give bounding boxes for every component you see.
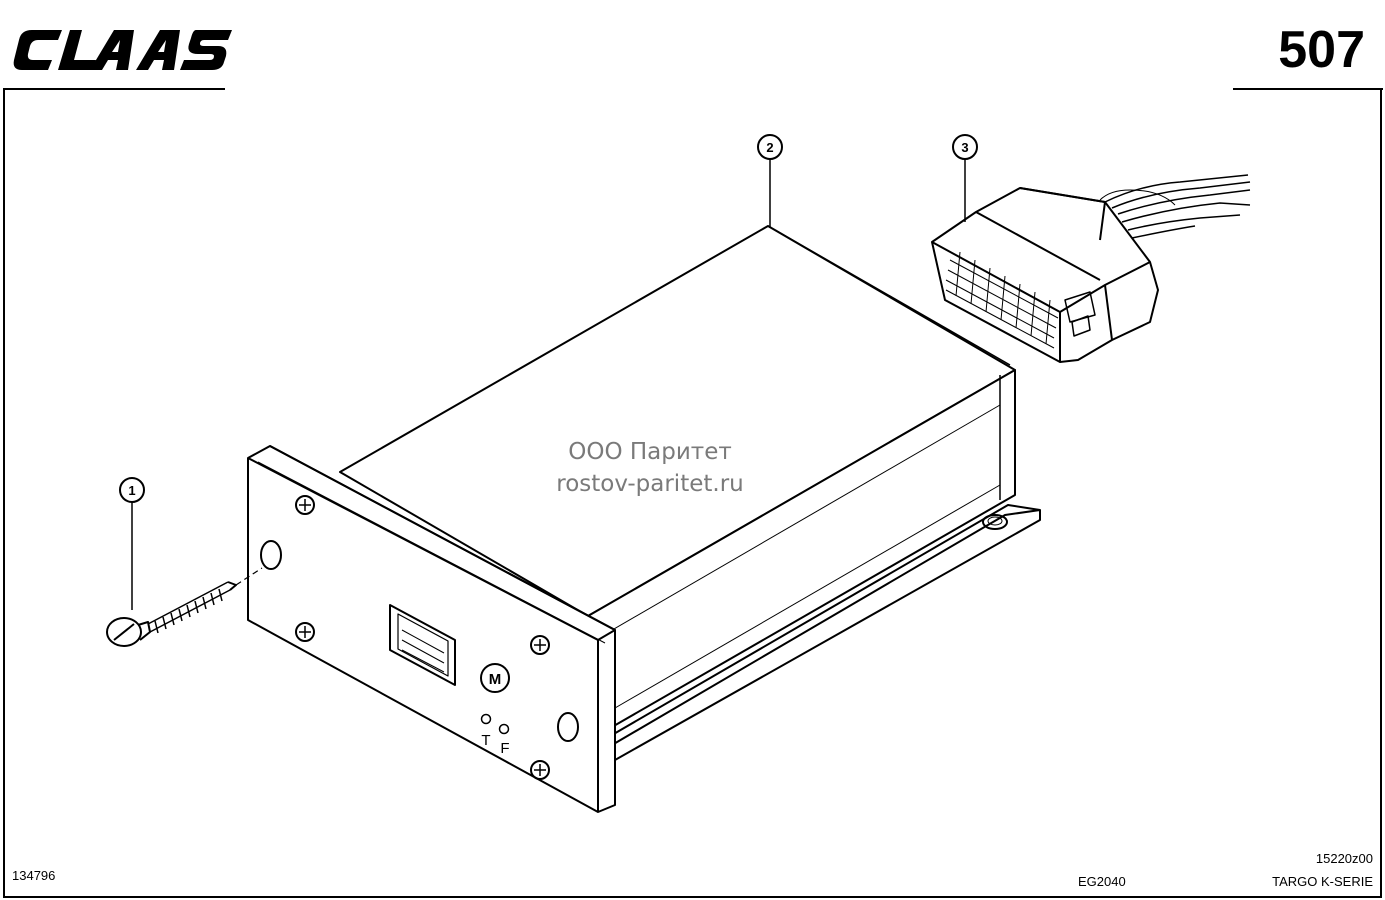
watermark: ООО Паритет rostov-paritet.ru [540,436,760,500]
watermark-company: ООО Паритет [568,439,732,465]
self-tapping-screw [106,567,263,647]
watermark-website: rostov-paritet.ru [556,471,744,497]
panel-screw-bottom-left [295,622,315,642]
panel-mounting-hole [260,540,282,570]
assembly-code: EG2040 [1078,874,1126,889]
model-series: TARGO K-SERIE [1272,874,1373,889]
logo-underline [3,88,225,90]
page-number: 507 [1278,21,1365,79]
panel-screw-top-right [530,635,550,655]
m-button [480,663,510,693]
panel-screw-top-left [295,495,315,515]
callout-circle-1 [119,477,145,503]
page-number-underline [1233,88,1383,90]
figure-code: 15220z00 [1315,851,1373,866]
led-t-label: T [481,732,490,749]
callout-circle-3 [952,134,978,160]
callout-label-2: 2 [766,140,773,155]
callout-label-1: 1 [128,483,135,498]
panel-screw-bottom-right [530,760,550,780]
front-panel [247,445,616,813]
drawing-number: 134796 [12,868,56,883]
connector-wires [1099,174,1251,239]
callout-leaders [131,159,966,610]
display-window [389,604,456,686]
control-unit [339,225,1041,761]
wiring-connector [931,174,1251,363]
claas-logo [13,30,232,70]
callout-label-3: 3 [961,140,968,155]
connector-pins [945,251,1059,349]
led-f-indicator [498,723,510,735]
led-t-indicator [480,713,492,725]
callout-circle-2 [757,134,783,160]
led-f-label: F [500,740,509,757]
panel-hole-right [557,712,579,742]
m-button-label: M [489,671,502,688]
drawing-frame [3,88,1382,898]
